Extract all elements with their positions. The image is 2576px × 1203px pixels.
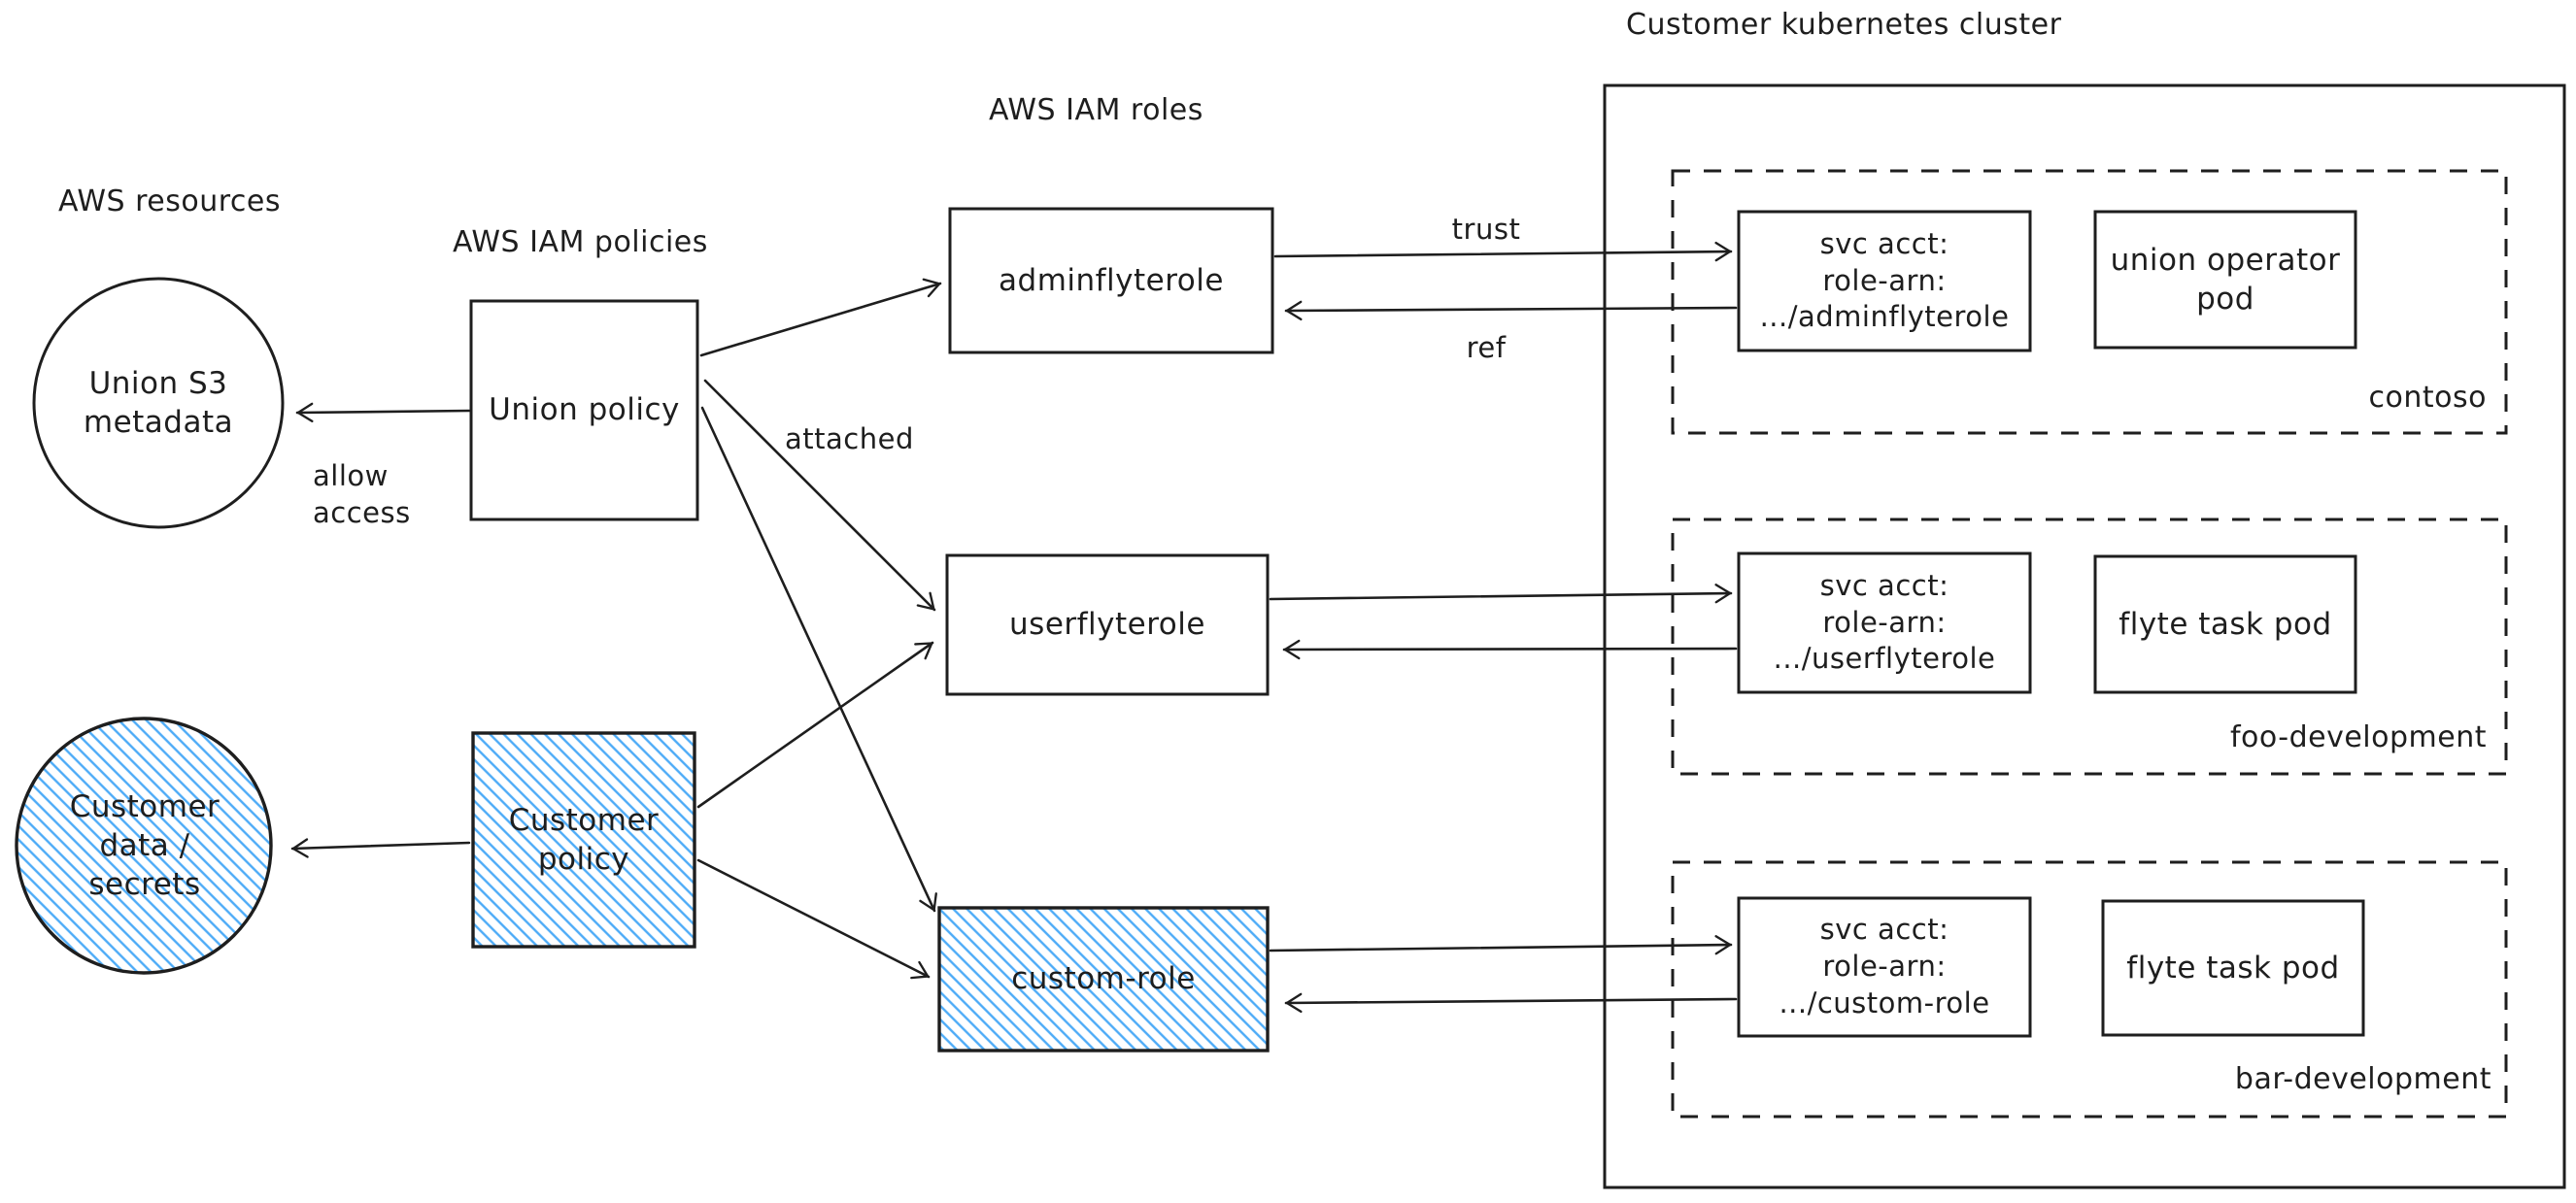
union-operator-pod-box bbox=[2093, 210, 2357, 350]
svc-acct-custom-box bbox=[1737, 896, 2032, 1038]
customer-policy-label: Customer policy bbox=[508, 802, 660, 877]
custom-role-label: custom-role bbox=[1011, 961, 1196, 997]
svc-acct-admin-box bbox=[1737, 210, 2032, 352]
userflyterole-box bbox=[945, 553, 1270, 696]
union-s3-metadata-circle bbox=[32, 277, 285, 529]
arrow-union-policy-to-userflyterole bbox=[703, 379, 936, 612]
arrow-union-policy-to-adminflyterole bbox=[699, 278, 942, 357]
arrow-svc-to-custom bbox=[1284, 992, 1738, 1014]
adminflyterole-box bbox=[948, 207, 1274, 354]
flyte-task-pod-foo-box bbox=[2093, 554, 2357, 694]
arrow-custom-to-svc bbox=[1269, 935, 1733, 955]
svc-acct-custom-label: svc acct: role-arn: .../custom-role bbox=[1779, 913, 1990, 1019]
edge-label-attached: attached bbox=[785, 422, 914, 455]
kubernetes-cluster-boundary bbox=[1603, 84, 2566, 1189]
union-policy-label: Union policy bbox=[489, 392, 680, 428]
customer-data-secrets-label: Customer data / secrets bbox=[69, 788, 220, 903]
aws-iam-policies-title: AWS IAM policies bbox=[453, 225, 708, 259]
arrow-ref-svc-to-admin bbox=[1284, 300, 1738, 321]
namespace-label-foo-development: foo-development bbox=[2229, 720, 2487, 754]
arrow-customer-policy-to-custom-role bbox=[696, 858, 931, 980]
union-operator-pod-label: union operator pod bbox=[2110, 242, 2341, 317]
svc-acct-admin-label: svc acct: role-arn: .../adminflyterole bbox=[1759, 226, 2010, 334]
svc-acct-user-box bbox=[1737, 551, 2032, 694]
flyte-task-pod-bar-box bbox=[2101, 899, 2365, 1037]
customer-data-secrets-circle bbox=[15, 717, 273, 975]
flyte-task-pod-bar-label: flyte task pod bbox=[2126, 950, 2340, 986]
arrow-user-to-svc bbox=[1269, 584, 1733, 604]
arrow-union-policy-to-custom-role bbox=[700, 406, 937, 913]
namespace-label-contoso: contoso bbox=[2368, 381, 2487, 415]
namespace-label-bar-development: bar-development bbox=[2234, 1062, 2491, 1096]
edge-label-trust: trust bbox=[1451, 213, 1521, 246]
arrow-svc-to-user bbox=[1282, 639, 1738, 660]
userflyterole-label: userflyterole bbox=[1009, 607, 1205, 643]
namespace-box-bar-development bbox=[1671, 860, 2508, 1119]
edge-label-allow-access: allow access bbox=[313, 459, 411, 529]
customer-policy-box bbox=[471, 731, 696, 949]
cluster-title: Customer kubernetes cluster bbox=[1626, 8, 2062, 42]
arrow-customer-policy-to-data bbox=[290, 838, 471, 858]
edge-label-ref: ref bbox=[1466, 331, 1507, 364]
flyte-task-pod-foo-label: flyte task pod bbox=[2118, 606, 2332, 642]
custom-role-box bbox=[937, 906, 1270, 1053]
union-s3-metadata-label: Union S3 metadata bbox=[83, 365, 234, 440]
namespace-box-contoso bbox=[1671, 169, 2508, 435]
arrow-trust-admin-to-svc bbox=[1273, 241, 1733, 262]
svc-acct-user-label: svc acct: role-arn: .../userflyterole bbox=[1773, 568, 1996, 676]
namespace-box-foo-development bbox=[1671, 518, 2508, 776]
arrow-customer-policy-to-userflyterole bbox=[696, 641, 934, 809]
arrow-union-policy-to-s3 bbox=[295, 402, 471, 422]
union-policy-box bbox=[469, 299, 699, 521]
aws-iam-roles-title: AWS IAM roles bbox=[989, 93, 1203, 127]
adminflyterole-label: adminflyterole bbox=[999, 262, 1224, 298]
aws-resources-title: AWS resources bbox=[58, 184, 282, 218]
